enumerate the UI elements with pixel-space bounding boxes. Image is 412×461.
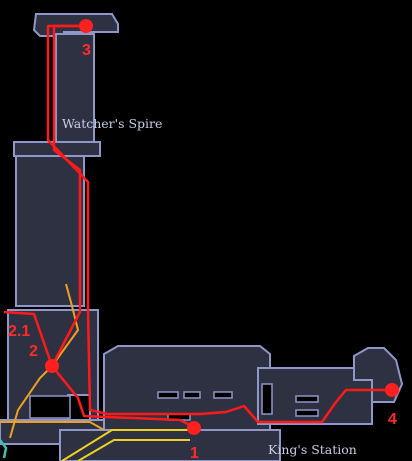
bottom-strip <box>59 429 281 461</box>
route-line-branch <box>3 310 54 367</box>
label-3: 3 <box>82 42 91 59</box>
orange-path <box>0 283 105 439</box>
area-label-station: King's Station <box>268 442 357 457</box>
route-line-a <box>46 24 392 424</box>
platform-5 <box>295 395 319 403</box>
marker-labels: 3 2.1 2 1 4 <box>8 42 397 461</box>
marker-4[interactable] <box>385 383 399 397</box>
tower-door <box>29 395 71 419</box>
main-route <box>3 24 392 430</box>
platform-2 <box>183 391 201 399</box>
spire-tower <box>15 155 85 307</box>
platform-1 <box>157 391 179 399</box>
label-2.1: 2.1 <box>8 323 30 340</box>
marker-2[interactable] <box>45 359 59 373</box>
marker-3[interactable] <box>79 19 93 33</box>
platform-7 <box>261 383 273 415</box>
label-2: 2 <box>29 343 38 360</box>
area-label-spire: Watcher's Spire <box>62 116 162 131</box>
platform-6 <box>295 409 319 417</box>
label-1: 1 <box>190 445 199 461</box>
markers <box>45 19 399 435</box>
area-labels: Watcher's Spire King's Station <box>62 116 357 457</box>
alt-paths <box>0 283 197 461</box>
spire-shaft <box>55 33 95 145</box>
marker-1[interactable] <box>187 421 201 435</box>
teal-entrance <box>0 439 8 459</box>
platform-3 <box>213 391 233 399</box>
route-line-b <box>50 24 197 430</box>
label-4: 4 <box>388 411 397 428</box>
